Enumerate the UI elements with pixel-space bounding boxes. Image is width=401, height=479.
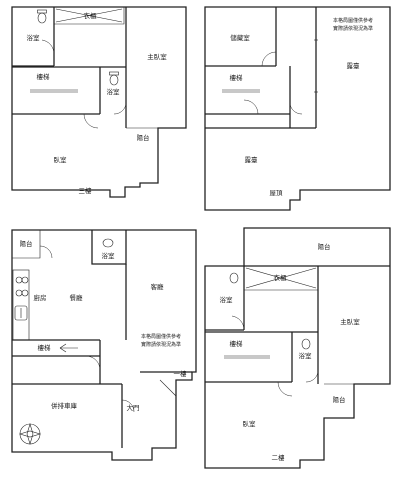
floor2-balcony-label: 陽台	[333, 395, 346, 404]
floor2-closet-label: 衣櫃	[274, 273, 288, 282]
floor2-plan	[204, 227, 391, 469]
floor1-dining-label: 餐廳	[70, 293, 84, 302]
floor3-balcony-label: 陽台	[137, 133, 150, 142]
floor3-floor-label: 三樓	[79, 186, 93, 195]
floor3-plan	[11, 6, 187, 198]
roof-terrace-a-label: 露臺	[347, 61, 361, 70]
floor3-closet-label: 衣櫃	[84, 11, 98, 20]
floor3-bedroom-label: 臥室	[54, 155, 68, 164]
floor3-stairs-label: 樓梯	[37, 72, 51, 81]
floor1-kitchen-label: 廚房	[34, 293, 47, 302]
roof-terrace-b-label: 露臺	[245, 155, 259, 164]
roof-note-line1: 本格局圖僅供參考	[333, 17, 373, 24]
floor1-note-line2: 實際請依現況為準	[141, 341, 181, 348]
floor2-master-label: 主臥室	[340, 317, 360, 326]
floor1-living-label: 客廳	[151, 282, 165, 291]
floor1-balcony-label: 陽台	[20, 239, 33, 248]
floor2-bedroom-label: 臥室	[243, 419, 257, 428]
floor1-plan	[11, 229, 197, 461]
floor1-note-line1: 本格局圖僅供參考	[141, 333, 181, 340]
floor2-stairs-label: 樓梯	[230, 339, 244, 348]
floor3-master-label: 主臥室	[147, 52, 167, 61]
floor1-gate-label: 大門	[127, 403, 140, 412]
floor2-bath-b-label: 浴室	[299, 351, 313, 360]
floor3-bath-b-label: 浴室	[107, 87, 121, 96]
floor2-balcony-top-label: 陽台	[318, 242, 331, 251]
roof-storage-label: 儲藏室	[230, 33, 250, 42]
roof-rooftop-label: 屋頂	[270, 189, 284, 197]
floor1-stairs-label: 樓梯	[38, 343, 52, 352]
floor1-garage-label: 併排車庫	[51, 401, 78, 410]
floor2-bath-a-label: 浴室	[220, 295, 234, 304]
roof-stairs-label: 樓梯	[230, 73, 244, 82]
floor2-floor-label: 二樓	[272, 453, 286, 462]
floor3-bath-a-label: 浴室	[27, 33, 41, 42]
roof-note-line2: 實際請依現況為準	[333, 25, 373, 32]
floor1-bath-label: 浴室	[102, 251, 116, 260]
roof-plan	[204, 6, 391, 211]
floor1-floor-label: 一樓	[174, 369, 188, 378]
